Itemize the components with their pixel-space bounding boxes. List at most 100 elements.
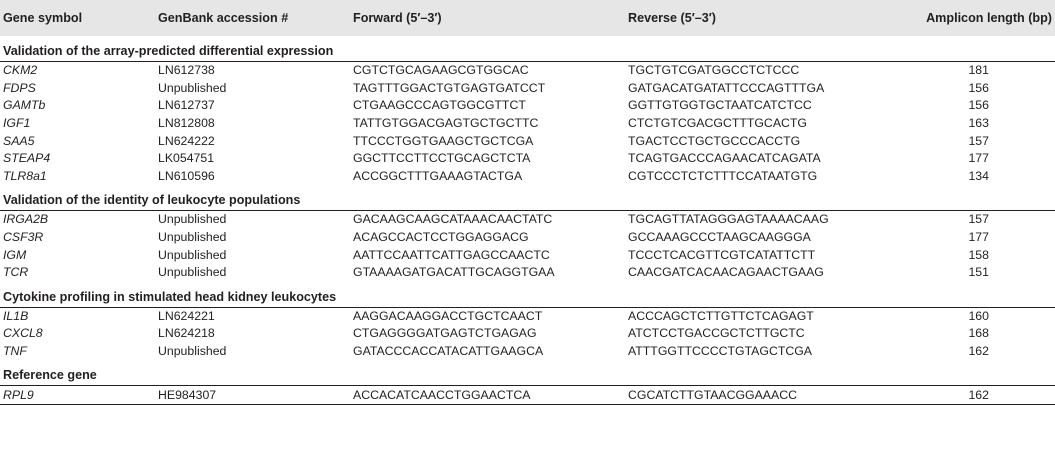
amplicon-length-cell: 181 [968,63,989,78]
section-heading-row: Validation of the identity of leukocyte … [0,190,1055,212]
forward-primer-cell: GATACCCACCATACATTGAAGCA [353,344,544,359]
forward-primer-cell: AATTCCAATTCATTGAGCCAACTC [353,247,550,262]
section-title: Cytokine profiling in stimulated head ki… [0,286,1055,308]
gene-symbol-cell: IL1B [3,308,29,323]
forward-primer-cell: TAGTTTGGACTGTGAGTGATCCT [353,80,546,95]
reverse-primer-cell: CTCTGTCGACGCTTTGCACTG [628,116,807,131]
accession-cell: Unpublished [158,80,227,95]
forward-primer-cell: TATTGTGGACGAGTGCTGCTTC [353,116,539,131]
gene-symbol-cell: TLR8a1 [3,168,47,183]
reverse-primer-cell: GCCAAAGCCCTAAGCAAGGGA [628,230,811,245]
reverse-primer-cell: TCCCTCACGTTCGTCATATTCTT [628,247,816,262]
amplicon-length-cell: 151 [968,265,989,280]
forward-primer-cell: CTGAAGCCCAGTGGCGTTCT [353,98,526,113]
table-row: CKM2 LN612738 CGTCTGCAGAAGCGTGGCAC TGCTGTCG… [0,62,1055,80]
table-row: SAA5 LN624222 TTCCCTGGTGAAGCTGCTCGA TGACTCC… [0,132,1055,150]
forward-primer-cell: GACAAGCAAGCATAAACAACTATC [353,212,553,227]
amplicon-length-cell: 158 [968,247,989,262]
amplicon-length-cell: 157 [968,212,989,227]
forward-primer-cell: ACCACATCAACCTGGAACTCA [350,385,625,405]
section-heading-row: Cytokine profiling in stimulated head ki… [0,286,1055,308]
reverse-primer-cell: CGCATCTTGTAACGGAAACC [625,385,895,405]
amplicon-length-cell: 162 [895,385,1055,405]
forward-primer-cell: GTAAAAGATGACATTGCAGGTGAA [353,265,555,280]
forward-primer-cell: CGTCTGCAGAAGCGTGGCAC [353,63,529,78]
amplicon-length-cell: 177 [968,151,989,166]
accession-cell: Unpublished [158,247,227,262]
accession-cell: Unpublished [158,230,227,245]
section-title: Validation of the identity of leukocyte … [0,190,1055,212]
amplicon-length-cell: 156 [968,98,989,113]
gene-symbol-cell: SAA5 [3,133,35,148]
table-body: Validation of the array-predicted differ… [0,36,1055,405]
section-title: Reference gene [0,365,1055,387]
accession-cell: LN624218 [158,326,215,341]
forward-primer-cell: TTCCCTGGTGAAGCTGCTCGA [353,133,534,148]
reverse-primer-cell: ACCCAGCTCTTGTTCTCAGAGT [628,308,814,323]
table-row: TNF Unpublished GATACCCACCATACATTGAAGCA ATT… [0,343,1055,361]
reverse-primer-cell: TGACTCCTGCTGCCCACCTG [628,133,801,148]
forward-primer-cell: ACAGCCACTCCTGGAGGACG [353,230,529,245]
header-genbank-accession: GenBank accession # [158,11,289,25]
reverse-primer-cell: CGTCCCTCTCTTTCCATAATGTG [628,168,818,183]
forward-primer-cell: AAGGACAAGGACCTGCTCAACT [353,308,543,323]
gene-symbol-cell: STEAP4 [3,151,51,166]
reverse-primer-cell: GGTTGTGGTGCTAATCATCTCC [628,98,812,113]
amplicon-length-cell: 177 [968,230,989,245]
reverse-primer-cell: GATGACATGATATTCCCAGTTTGA [628,80,825,95]
header-row: Gene symbol GenBank accession # Forward … [0,0,1055,36]
table-row: TLR8a1 LN610596 ACCGGCTTTGAAAGTACTGA CGTCCC… [0,168,1055,186]
accession-cell: Unpublished [158,265,227,280]
accession-cell: Unpublished [158,212,227,227]
amplicon-length-cell: 160 [968,308,989,323]
table-row: FDPS Unpublished TAGTTTGGACTGTGAGTGATCCT GA… [0,80,1055,98]
gene-symbol-cell: FDPS [3,80,36,95]
reverse-primer-cell: CAACGATCACAACAGAACTGAAG [628,265,824,280]
reverse-primer-cell: ATTTGGTTCCCCTGTAGCTCGA [628,344,812,359]
gene-symbol-cell: TNF [3,344,27,359]
table-row: IGF1 LN812808 TATTGTGGACGAGTGCTGCTTC CTCTGT… [0,115,1055,133]
gene-symbol-cell: IRGA2B [3,212,49,227]
forward-primer-cell: GGCTTCCTTCCTGCAGCTCTA [353,151,531,166]
accession-cell: LN624222 [158,133,215,148]
table-row: CSF3R Unpublished ACAGCCACTCCTGGAGGACG GCCA… [0,229,1055,247]
reverse-primer-cell: TGCTGTCGATGGCCTCTCCC [628,63,800,78]
header-reverse: Reverse (5′–3′) [628,11,716,25]
header-forward: Forward (5′–3′) [353,11,442,25]
accession-cell: LN812808 [158,116,215,131]
header-amplicon-length: Amplicon length (bp) [926,11,1052,25]
table-row: IGM Unpublished AATTCCAATTCATTGAGCCAACTC TC… [0,246,1055,264]
gene-symbol-cell: CKM2 [3,63,38,78]
reverse-primer-cell: TGCAGTTATAGGGAGTAAAACAAG [628,212,829,227]
accession-cell: Unpublished [158,344,227,359]
gene-symbol-cell: TCR [3,265,29,280]
forward-primer-cell: ACCGGCTTTGAAAGTACTGA [353,168,523,183]
amplicon-length-cell: 162 [968,344,989,359]
accession-cell: LK054751 [158,151,215,166]
table-row: IRGA2B Unpublished GACAAGCAAGCATAAACAACTAT… [0,211,1055,229]
section-heading-row: Validation of the array-predicted differ… [0,41,1055,62]
gene-symbol-cell: GAMTb [3,98,46,113]
gene-symbol-cell: CXCL8 [3,326,43,341]
amplicon-length-cell: 157 [968,133,989,148]
section-title: Validation of the array-predicted differ… [0,41,1055,62]
gene-symbol-cell: IGF1 [3,116,31,131]
accession-cell: LN612738 [158,63,215,78]
table-row: TCR Unpublished GTAAAAGATGACATTGCAGGTGAA CA… [0,264,1055,282]
gene-symbol-cell: RPL9 [0,385,155,405]
accession-cell: LN610596 [158,168,215,183]
gene-symbol-cell: CSF3R [3,230,44,245]
section-heading-row: Reference gene [0,365,1055,387]
header-gene-symbol: Gene symbol [3,11,83,25]
amplicon-length-cell: 163 [968,116,989,131]
gene-symbol-cell: IGM [3,247,27,262]
amplicon-length-cell: 168 [968,326,989,341]
accession-cell: HE984307 [155,385,350,405]
forward-primer-cell: CTGAGGGGATGAGTCTGAGAG [353,326,537,341]
